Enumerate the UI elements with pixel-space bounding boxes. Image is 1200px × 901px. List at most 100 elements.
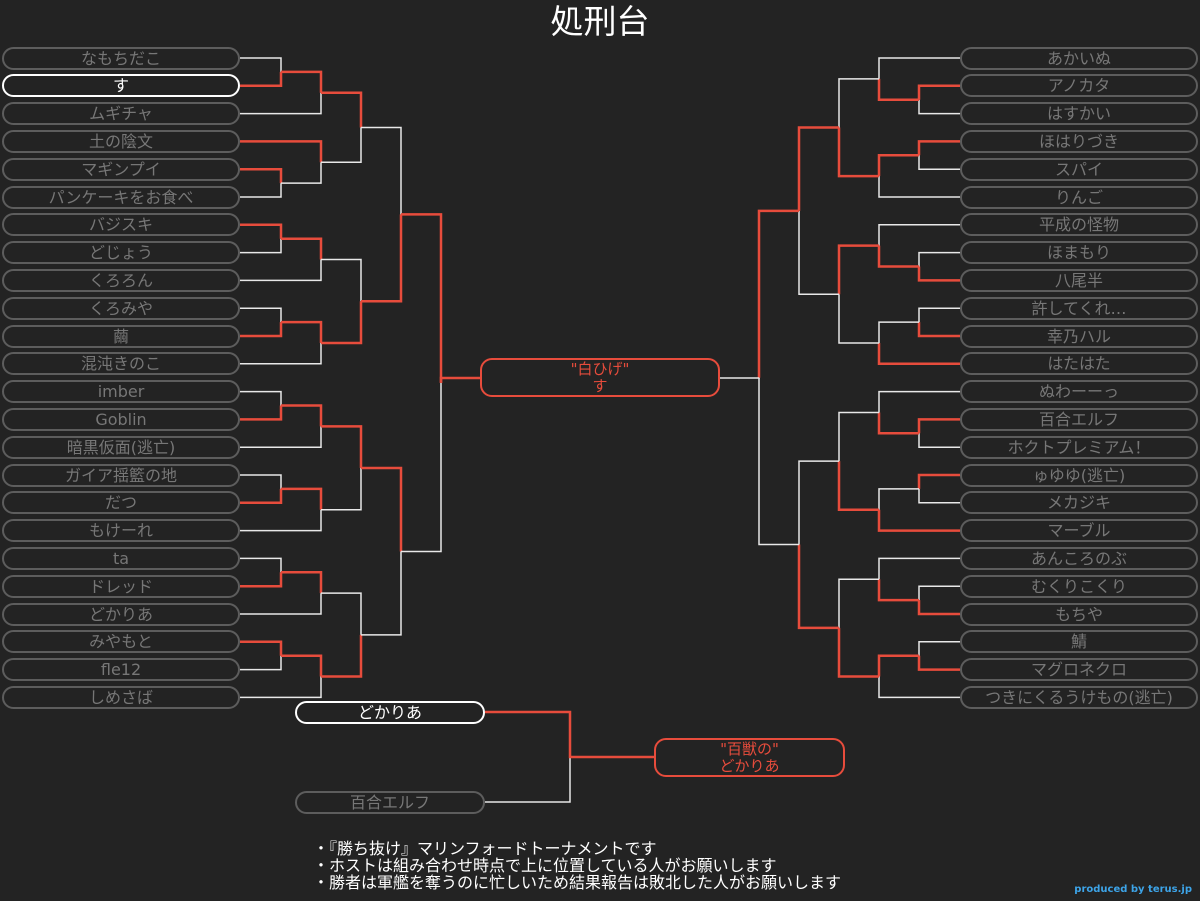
- right-player[interactable]: はたはた: [960, 352, 1198, 375]
- right-player[interactable]: マグロネクロ: [960, 658, 1198, 681]
- right-player[interactable]: メカジキ: [960, 491, 1198, 514]
- left-player[interactable]: しめさば: [2, 686, 240, 709]
- right-round2-line: [877, 412, 919, 435]
- right-player[interactable]: ホクトプレミアム！: [960, 436, 1198, 459]
- left-round2-line: [281, 237, 323, 260]
- left-player[interactable]: みやもと: [2, 630, 240, 653]
- left-player[interactable]: 混沌きのこ: [2, 352, 240, 375]
- right-round1-line: [917, 600, 960, 616]
- left-player[interactable]: 暗黒仮面(逃亡): [2, 436, 240, 459]
- right-player[interactable]: ほはりづき: [960, 130, 1198, 153]
- left-player[interactable]: 繭: [2, 325, 240, 348]
- right-round1-line: [917, 84, 960, 100]
- right-player[interactable]: 幸乃ハル: [960, 325, 1198, 348]
- right-round2-line: [878, 321, 919, 343]
- right-player[interactable]: はすかい: [960, 102, 1198, 125]
- right-player[interactable]: 百合エルフ: [960, 408, 1198, 431]
- left-player[interactable]: ta: [2, 547, 240, 570]
- left-player[interactable]: パンケーキをお食べ: [2, 186, 240, 209]
- right-round4-line: [798, 210, 839, 296]
- left-round1-line: [240, 57, 282, 72]
- right-player[interactable]: 八尾半: [960, 269, 1198, 292]
- right-player[interactable]: 平成の怪物: [960, 213, 1198, 236]
- right-round1-line: [917, 655, 960, 671]
- left-player[interactable]: fle12: [2, 658, 240, 681]
- sub-final-bottom-player[interactable]: 百合エルフ: [295, 791, 485, 814]
- left-round3-line: [321, 301, 363, 345]
- left-round1-line: [240, 322, 283, 338]
- right-player[interactable]: アノカタ: [960, 74, 1198, 97]
- left-player[interactable]: ドレッド: [2, 575, 240, 598]
- left-round1-line: [240, 307, 282, 323]
- right-round1-line: [918, 433, 960, 448]
- right-round3-line: [838, 411, 879, 462]
- right-round2-line: [877, 342, 960, 366]
- sub-final-bottom-line: [485, 756, 654, 803]
- right-player[interactable]: 鯖: [960, 630, 1198, 653]
- left-round1-line: [240, 183, 282, 198]
- left-player[interactable]: くろみや: [2, 297, 240, 320]
- main-champion-name: す: [592, 377, 608, 395]
- left-player[interactable]: 土の陰文: [2, 130, 240, 153]
- right-round3-line: [837, 127, 879, 178]
- credit-link[interactable]: produced by terus.jp: [1074, 884, 1192, 895]
- right-round2-line: [878, 676, 960, 699]
- left-player[interactable]: もけーれ: [2, 519, 240, 542]
- left-round4-line: [361, 551, 402, 636]
- final-left-line: [439, 376, 480, 383]
- left-round3-line: [321, 425, 363, 469]
- right-player[interactable]: 許してくれ…: [960, 297, 1198, 320]
- left-player[interactable]: す: [2, 74, 240, 97]
- right-round3-line: [837, 627, 879, 678]
- right-round3-line: [837, 461, 879, 511]
- right-player[interactable]: つきにくるうけもの(逃亡): [960, 686, 1198, 709]
- left-player[interactable]: imber: [2, 380, 240, 403]
- right-player[interactable]: むくりこくり: [960, 575, 1198, 598]
- right-player[interactable]: マーブル: [960, 519, 1198, 542]
- left-round1-line: [240, 223, 283, 239]
- right-player[interactable]: ほまもり: [960, 241, 1198, 264]
- right-round2-line: [877, 509, 960, 532]
- left-round1-line: [240, 167, 283, 184]
- right-round3-line: [838, 78, 879, 128]
- right-player[interactable]: りんご: [960, 186, 1198, 209]
- right-player[interactable]: ゅゆゆ(逃亡): [960, 464, 1198, 487]
- right-round2-line: [878, 390, 960, 413]
- left-round2-line: [240, 259, 322, 282]
- left-player[interactable]: くろろん: [2, 269, 240, 292]
- left-player[interactable]: なもちだこ: [2, 47, 240, 70]
- left-player[interactable]: マギンプイ: [2, 158, 240, 181]
- left-round2-line: [281, 162, 322, 184]
- left-round3-line: [321, 468, 362, 511]
- left-round2-line: [281, 487, 323, 510]
- left-round2-line: [281, 654, 323, 677]
- left-round5-line: [401, 213, 443, 383]
- left-round2-line: [240, 593, 322, 615]
- sub-final-top-player[interactable]: どかりあ: [295, 701, 485, 724]
- left-player[interactable]: ガイア揺籃の地: [2, 464, 240, 487]
- right-round1-line: [918, 641, 960, 656]
- left-round2-line: [281, 571, 323, 594]
- left-round2-line: [240, 426, 322, 448]
- right-player[interactable]: ぬわーーっ: [960, 380, 1198, 403]
- right-player[interactable]: スパイ: [960, 158, 1198, 181]
- right-round1-line: [918, 585, 960, 601]
- right-player[interactable]: あかいぬ: [960, 47, 1198, 70]
- left-player[interactable]: バジスキ: [2, 213, 240, 236]
- left-player[interactable]: だつ: [2, 491, 240, 514]
- left-round5-line: [401, 382, 442, 553]
- right-player[interactable]: もちや: [960, 603, 1198, 626]
- main-champion-title: "白ひげ": [570, 360, 630, 378]
- right-round4-line: [798, 460, 839, 545]
- page-title: 処刑台: [550, 2, 650, 41]
- left-player[interactable]: ムギチャ: [2, 102, 240, 125]
- left-player[interactable]: どじょう: [2, 241, 240, 264]
- right-round1-line: [917, 418, 960, 434]
- left-player[interactable]: どかりあ: [2, 603, 240, 626]
- right-player[interactable]: あんころのぶ: [960, 547, 1198, 570]
- left-player[interactable]: Goblin: [2, 408, 240, 431]
- left-round2-line: [281, 320, 323, 343]
- right-round1-line: [918, 251, 960, 267]
